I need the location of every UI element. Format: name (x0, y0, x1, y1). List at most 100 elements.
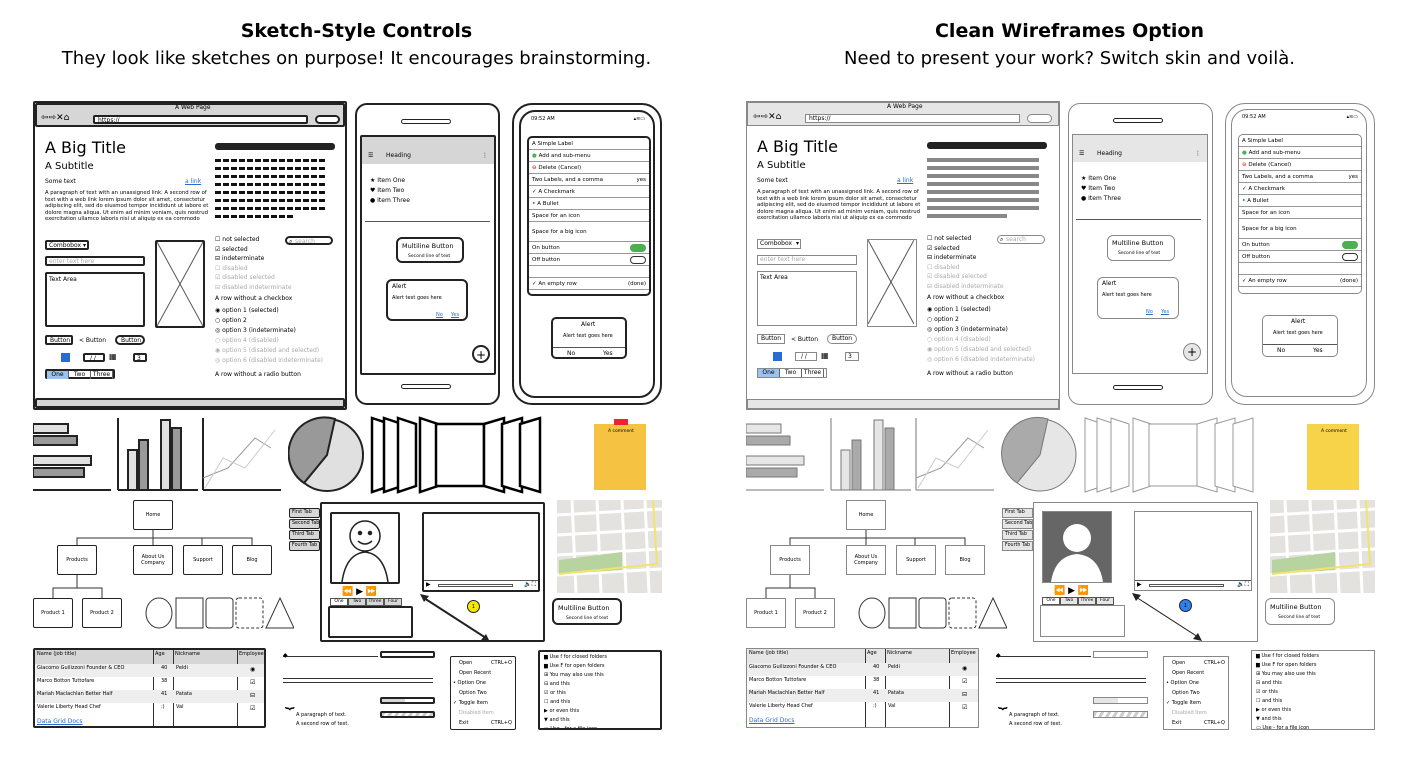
checkbox[interactable]: ☐ not selected (927, 235, 972, 242)
table-row[interactable]: ● Add and sub-menu (1239, 147, 1361, 159)
button-bar-item[interactable]: Three (91, 371, 113, 379)
tab[interactable]: Two (1060, 597, 1078, 605)
radio-button[interactable]: ◉ option 5 (disabled and selected) (927, 346, 1032, 353)
text-area[interactable]: Text Area (45, 272, 145, 327)
vertical-tab[interactable]: First Tab (289, 508, 320, 518)
color-picker[interactable] (61, 353, 70, 362)
color-picker[interactable] (773, 352, 782, 361)
slider[interactable]: ◆ (283, 652, 378, 659)
volume-fullscreen-icon[interactable]: 🔈⛶ (524, 581, 536, 588)
menu-item[interactable]: Exit (459, 719, 468, 727)
number-stepper[interactable]: 3 (133, 353, 147, 362)
combobox[interactable]: Combobox▾ (45, 240, 89, 250)
browser-search-button[interactable] (1027, 114, 1052, 123)
radio-button[interactable]: ◎ option 6 (disabled indeterminate) (215, 357, 324, 364)
text-input[interactable]: enter text here (45, 256, 145, 266)
radio-button[interactable]: ◎ option 3 (indeterminate) (215, 327, 296, 334)
text-area[interactable]: Text Area (757, 271, 857, 326)
menu-item[interactable]: Exit (1172, 719, 1181, 727)
menu-item[interactable]: Option Two (1172, 689, 1200, 697)
checkbox[interactable]: ◉ (250, 666, 256, 673)
button[interactable]: Button (757, 334, 785, 344)
checkbox[interactable]: ⊟ disabled indeterminate (215, 283, 292, 291)
vertical-tab[interactable]: Third Tab (1002, 530, 1033, 540)
checkbox[interactable]: ☑ disabled selected (215, 274, 275, 281)
radio-button[interactable]: ○ option 4 (disabled) (215, 337, 279, 344)
vertical-tab[interactable]: Second Tab (289, 519, 320, 529)
vertical-tab[interactable]: Third Tab (289, 530, 320, 540)
icon-list-item[interactable]: ▼ and this (544, 717, 570, 723)
icon-list-item[interactable]: ☐ and this (1256, 698, 1283, 704)
media-controls[interactable]: ⏪ ▶ ⏩ (1054, 586, 1090, 596)
list-item[interactable]: ♥ Item Two (1081, 185, 1116, 192)
browser-search-button[interactable] (315, 115, 340, 124)
icon-list-item[interactable]: ⊞ You may also use this (1256, 671, 1316, 677)
checkbox[interactable]: ⊟ indeterminate (927, 254, 977, 261)
menu-item[interactable]: Open (1172, 659, 1185, 667)
vertical-tab[interactable]: Second Tab (1002, 519, 1033, 529)
button-bar-item[interactable]: Three (802, 369, 824, 377)
icon-list-item[interactable]: ▼ and this (1256, 716, 1282, 722)
volume-fullscreen-icon[interactable]: 🔈⛶ (1237, 581, 1249, 588)
tab[interactable]: Three (366, 598, 384, 606)
column-header[interactable]: Nickname (175, 651, 200, 657)
list-item[interactable]: ● Item Three (1081, 195, 1121, 202)
radio-button[interactable]: ◉ option 1 (selected) (927, 306, 991, 313)
date-picker[interactable]: / / (795, 352, 817, 361)
table-row[interactable]: • A Bullet (1239, 195, 1361, 207)
toggle-on[interactable] (630, 243, 646, 252)
icon-list-item[interactable]: ▆ Use f for closed folders (1256, 653, 1319, 659)
menu-icon[interactable]: ☰ (1079, 150, 1085, 157)
sticky-note[interactable]: A comment (594, 419, 646, 490)
calendar-icon[interactable]: ▦ (109, 352, 117, 361)
pill-button[interactable]: Button (827, 334, 857, 344)
menu-item[interactable]: Open Recent (459, 669, 491, 677)
icon-list-item[interactable]: ☐ and this (544, 699, 571, 705)
list-item[interactable]: ★ Item One (1081, 175, 1117, 182)
checkbox[interactable]: ☑ disabled selected (927, 273, 987, 280)
table-row[interactable]: ● Add and sub-menu (529, 150, 649, 162)
checkbox[interactable]: ☑ selected (927, 244, 960, 252)
radio-button[interactable]: ○ option 4 (disabled) (927, 336, 991, 343)
table-row[interactable]: Space for a big icon (1239, 219, 1361, 239)
date-picker[interactable]: / / (83, 353, 105, 362)
radio-button[interactable]: ◎ option 3 (indeterminate) (927, 326, 1008, 333)
slider[interactable]: ◆ (996, 652, 1091, 659)
column-header[interactable]: Age (867, 650, 877, 656)
sticky-note[interactable]: A comment (1307, 424, 1359, 490)
radio-button[interactable]: ○ option 2 (927, 316, 959, 323)
table-row[interactable]: Off button (529, 254, 649, 266)
horizontal-splitter[interactable] (283, 678, 433, 683)
table-row[interactable]: ✓ An empty row(done) (529, 278, 649, 290)
tab[interactable]: Two (348, 598, 366, 606)
video-progress[interactable] (1149, 584, 1224, 587)
list-item[interactable]: ● Item Three (370, 197, 410, 204)
calendar-icon[interactable]: ▦ (821, 351, 829, 360)
button-bar-item[interactable]: One (758, 369, 780, 377)
nav-arrows-icon[interactable]: ⇦⇨✕⌂ (41, 113, 70, 123)
icon-list-item[interactable]: ▆ Use F for open folders (544, 663, 605, 669)
list-item[interactable]: ★ Item One (370, 177, 406, 184)
checkbox[interactable]: ⊟ indeterminate (215, 255, 265, 262)
menu-item[interactable]: ✓ Toggle Item (453, 700, 488, 706)
checkbox[interactable]: ☑ (962, 678, 968, 685)
icon-list-item[interactable]: ▶ or even this (544, 708, 580, 714)
icon-list-item[interactable]: ▆ Use F for open folders (1256, 662, 1317, 668)
checkbox[interactable]: ☑ (250, 679, 256, 686)
media-controls[interactable]: ⏪ ▶ ⏩ (342, 587, 378, 597)
search-input[interactable]: search⌕ (997, 235, 1045, 244)
video-controls[interactable]: ▶🔈⛶ (424, 580, 538, 590)
icon-list-item[interactable]: ⊞ You may also use this (544, 672, 604, 678)
menu-item[interactable]: Open (459, 659, 472, 667)
horizontal-splitter[interactable] (996, 678, 1146, 683)
button[interactable]: Button (45, 335, 73, 345)
